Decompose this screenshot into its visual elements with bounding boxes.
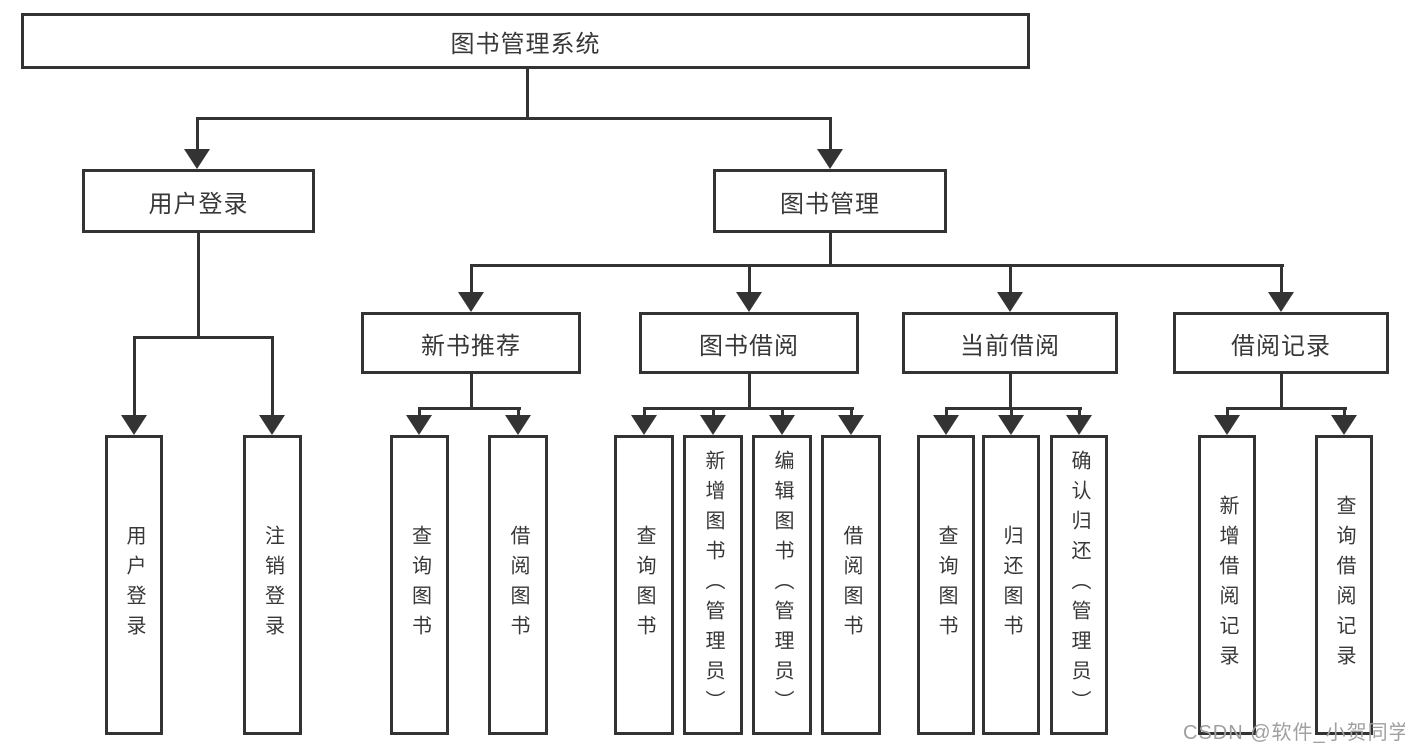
node-user-login: 用户登录 bbox=[82, 169, 315, 233]
connector-line bbox=[197, 233, 200, 339]
node-label: 借阅图书 bbox=[840, 525, 862, 645]
connector-line bbox=[133, 336, 274, 339]
arrow-down-icon bbox=[817, 149, 843, 169]
node-label: 新增图书（管理员） bbox=[702, 450, 724, 720]
node-label: 用户登录 bbox=[123, 525, 145, 645]
node-edit-books-admin: 编辑图书（管理员） bbox=[752, 435, 812, 735]
arrow-down-icon bbox=[1214, 415, 1240, 435]
node-logout: 注销登录 bbox=[243, 435, 302, 735]
arrow-down-icon bbox=[998, 415, 1024, 435]
connector-line bbox=[418, 407, 521, 410]
arrow-down-icon bbox=[736, 292, 762, 312]
connector-line bbox=[133, 336, 136, 417]
connector-line bbox=[271, 336, 274, 417]
node-library-management-system: 图书管理系统 bbox=[21, 13, 1030, 69]
arrow-down-icon bbox=[505, 415, 531, 435]
node-return-books: 归还图书 bbox=[982, 435, 1040, 735]
arrow-down-icon bbox=[1066, 415, 1092, 435]
connector-line bbox=[643, 407, 854, 410]
connector-line bbox=[1078, 407, 1081, 417]
node-borrow-books-borrowing: 借阅图书 bbox=[821, 435, 881, 735]
watermark: CSDN @软件_小贺同学 bbox=[1183, 722, 1405, 744]
connector-line bbox=[1010, 407, 1013, 417]
node-label: 新增借阅记录 bbox=[1216, 495, 1238, 675]
connector-line bbox=[196, 117, 832, 120]
connector-line bbox=[748, 264, 751, 294]
arrow-down-icon bbox=[121, 415, 147, 435]
connector-line bbox=[712, 407, 715, 417]
arrow-down-icon bbox=[838, 415, 864, 435]
connector-line bbox=[418, 407, 421, 417]
connector-line bbox=[781, 407, 784, 417]
connector-line bbox=[1226, 407, 1347, 410]
node-add-borrow-record: 新增借阅记录 bbox=[1198, 435, 1256, 735]
node-add-books-admin: 新增图书（管理员） bbox=[683, 435, 743, 735]
connector-line bbox=[196, 117, 199, 151]
connector-line bbox=[517, 407, 520, 417]
node-query-books-current: 查询图书 bbox=[917, 435, 975, 735]
arrow-down-icon bbox=[997, 292, 1023, 312]
connector-line bbox=[945, 407, 1082, 410]
arrow-down-icon bbox=[259, 415, 285, 435]
node-label: 查询借阅记录 bbox=[1333, 495, 1355, 675]
arrow-down-icon bbox=[769, 415, 795, 435]
arrow-down-icon bbox=[1268, 292, 1294, 312]
connector-line bbox=[748, 374, 751, 410]
connector-line bbox=[829, 117, 832, 151]
node-confirm-return-admin: 确认归还（管理员） bbox=[1050, 435, 1108, 735]
arrow-down-icon bbox=[184, 149, 210, 169]
connector-line bbox=[470, 374, 473, 410]
node-label: 确认归还（管理员） bbox=[1068, 450, 1090, 720]
arrow-down-icon bbox=[933, 415, 959, 435]
connector-line bbox=[470, 264, 473, 294]
arrow-down-icon bbox=[700, 415, 726, 435]
node-book-borrowing: 图书借阅 bbox=[639, 312, 859, 374]
connector-line bbox=[1226, 407, 1229, 417]
connector-line bbox=[1009, 374, 1012, 410]
connector-line bbox=[829, 233, 832, 267]
node-query-books-recommend: 查询图书 bbox=[390, 435, 449, 735]
node-label: 查询图书 bbox=[633, 525, 655, 645]
node-query-books-borrowing: 查询图书 bbox=[614, 435, 674, 735]
connector-line bbox=[1280, 264, 1283, 294]
node-current-borrowing: 当前借阅 bbox=[902, 312, 1118, 374]
node-label: 归还图书 bbox=[1000, 525, 1022, 645]
node-borrowing-records: 借阅记录 bbox=[1173, 312, 1389, 374]
arrow-down-icon bbox=[458, 292, 484, 312]
node-borrow-books-recommend: 借阅图书 bbox=[488, 435, 548, 735]
node-label: 注销登录 bbox=[261, 525, 284, 645]
connector-line bbox=[470, 264, 1284, 267]
connector-line bbox=[1009, 264, 1012, 294]
arrow-down-icon bbox=[406, 415, 432, 435]
node-user-login-leaf: 用户登录 bbox=[105, 435, 163, 735]
node-query-borrow-record: 查询借阅记录 bbox=[1315, 435, 1373, 735]
connector-line bbox=[1343, 407, 1346, 417]
node-new-book-recommendation: 新书推荐 bbox=[361, 312, 581, 374]
connector-line bbox=[643, 407, 646, 417]
node-book-management: 图书管理 bbox=[713, 169, 947, 233]
node-label: 查询图书 bbox=[408, 525, 431, 645]
connector-line bbox=[1280, 374, 1283, 410]
connector-line bbox=[850, 407, 853, 417]
node-label: 借阅图书 bbox=[507, 525, 529, 645]
arrow-down-icon bbox=[1331, 415, 1357, 435]
connector-line bbox=[945, 407, 948, 417]
arrow-down-icon bbox=[631, 415, 657, 435]
node-label: 查询图书 bbox=[935, 525, 957, 645]
connector-line bbox=[526, 66, 529, 120]
node-label: 编辑图书（管理员） bbox=[771, 450, 793, 720]
